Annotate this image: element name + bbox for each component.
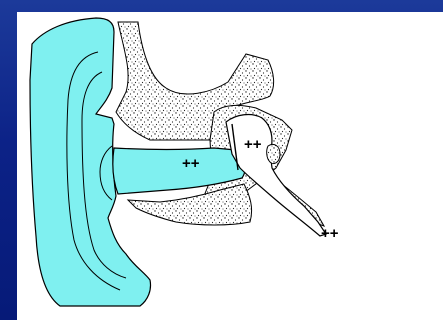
ossicle	[267, 144, 280, 163]
label-outer-canal: ++	[182, 156, 200, 171]
label-middle-ear: ++	[244, 137, 262, 152]
label-eustachian-tube: ++	[321, 226, 339, 241]
